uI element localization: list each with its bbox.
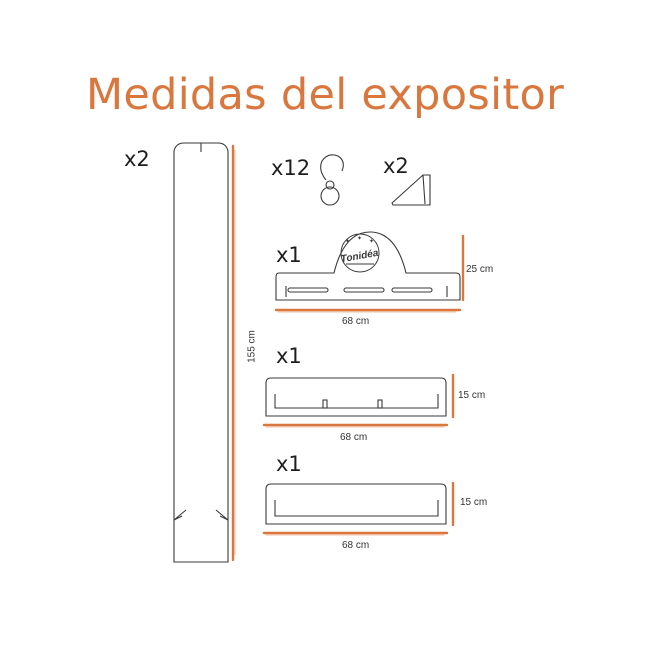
middle-shelf-shape: [265, 377, 447, 417]
brand-logo: ✦ ✦ ✦ Tonidéa: [340, 233, 380, 273]
svg-text:✦: ✦: [345, 238, 350, 245]
middle-shelf-width-line: [262, 423, 449, 428]
bottom-shelf-height-label: 15 cm: [460, 497, 488, 508]
post-height-line: [231, 144, 236, 562]
hook-qty: x12: [271, 156, 311, 180]
svg-text:✦: ✦: [357, 235, 362, 242]
middle-shelf-qty: x1: [276, 344, 302, 368]
top-panel-width-label: 68 cm: [342, 316, 370, 327]
top-panel-width-line: [274, 308, 462, 313]
middle-shelf-height-label: 15 cm: [458, 390, 486, 401]
top-panel-qty: x1: [276, 243, 302, 267]
post-qty: x2: [124, 147, 150, 171]
middle-shelf-width-label: 68 cm: [340, 432, 368, 443]
svg-text:Tonidéa: Tonidéa: [340, 248, 380, 266]
page-title: Medidas del expositor: [85, 70, 565, 120]
foot-qty: x2: [383, 154, 409, 178]
bottom-shelf-shape: [265, 483, 447, 525]
top-panel-shape: [275, 231, 461, 301]
post-height-label: 155 cm: [246, 330, 258, 363]
hook-icon: [320, 154, 344, 206]
bottom-shelf-qty: x1: [276, 452, 302, 476]
bottom-shelf-width-label: 68 cm: [342, 540, 370, 551]
post-shape: [173, 142, 229, 563]
bottom-shelf-width-line: [262, 531, 449, 536]
foot-shape: [391, 174, 431, 206]
svg-text:✦: ✦: [369, 238, 374, 245]
top-panel-height-label: 25 cm: [466, 264, 494, 275]
